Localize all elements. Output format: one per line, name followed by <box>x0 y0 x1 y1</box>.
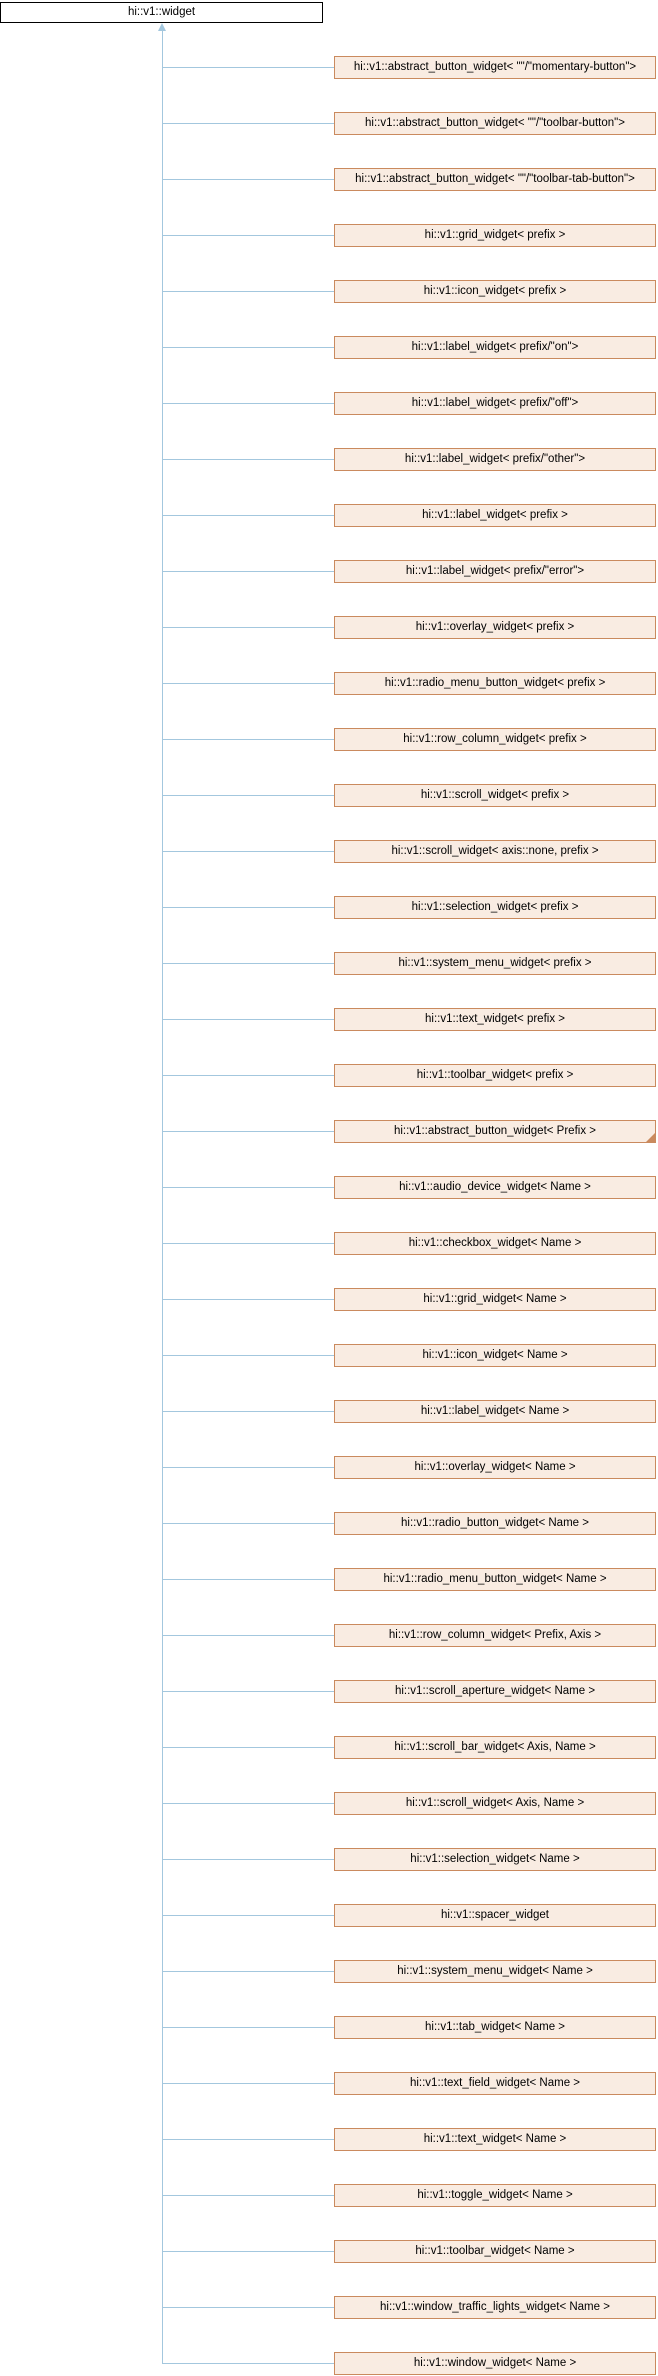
inheritance-edge <box>162 683 334 684</box>
class-node[interactable]: hi::v1::row_column_widget< prefix > <box>334 728 656 751</box>
class-node[interactable]: hi::v1::label_widget< prefix/"off"> <box>334 392 656 415</box>
inheritance-edge <box>162 1523 334 1524</box>
class-node[interactable]: hi::v1::selection_widget< prefix > <box>334 896 656 919</box>
inheritance-edge <box>162 1131 334 1132</box>
class-node[interactable]: hi::v1::window_traffic_lights_widget< Na… <box>334 2296 656 2319</box>
inheritance-edge <box>162 1299 334 1300</box>
inheritance-edge <box>162 1691 334 1692</box>
class-node[interactable]: hi::v1::icon_widget< prefix > <box>334 280 656 303</box>
class-node[interactable]: hi::v1::overlay_widget< prefix > <box>334 616 656 639</box>
class-node[interactable]: hi::v1::label_widget< prefix/"other"> <box>334 448 656 471</box>
class-node[interactable]: hi::v1::scroll_aperture_widget< Name > <box>334 1680 656 1703</box>
inheritance-edge <box>162 515 334 516</box>
class-node[interactable]: hi::v1::toolbar_widget< Name > <box>334 2240 656 2263</box>
inheritance-edge <box>162 1355 334 1356</box>
class-node[interactable]: hi::v1::scroll_widget< prefix > <box>334 784 656 807</box>
inheritance-edge <box>162 1243 334 1244</box>
class-node[interactable]: hi::v1::selection_widget< Name > <box>334 1848 656 1871</box>
arrow-up-icon <box>158 23 166 31</box>
inheritance-edge <box>162 2363 334 2364</box>
class-node[interactable]: hi::v1::window_widget< Name > <box>334 2352 656 2375</box>
inheritance-edge <box>162 2027 334 2028</box>
class-node[interactable]: hi::v1::audio_device_widget< Name > <box>334 1176 656 1199</box>
inheritance-edge <box>162 1411 334 1412</box>
class-node[interactable]: hi::v1::system_menu_widget< Name > <box>334 1960 656 1983</box>
inheritance-edge <box>162 2083 334 2084</box>
class-node[interactable]: hi::v1::label_widget< Name > <box>334 1400 656 1423</box>
inheritance-edge <box>162 2139 334 2140</box>
truncated-corner-icon <box>646 1133 655 1142</box>
class-node[interactable]: hi::v1::toggle_widget< Name > <box>334 2184 656 2207</box>
class-node[interactable]: hi::v1::label_widget< prefix/"error"> <box>334 560 656 583</box>
class-node[interactable]: hi::v1::radio_menu_button_widget< Name > <box>334 1568 656 1591</box>
class-node[interactable]: hi::v1::overlay_widget< Name > <box>334 1456 656 1479</box>
inheritance-edge <box>162 627 334 628</box>
inheritance-edge <box>162 291 334 292</box>
class-node[interactable]: hi::v1::spacer_widget <box>334 1904 656 1927</box>
class-node[interactable]: hi::v1::system_menu_widget< prefix > <box>334 952 656 975</box>
inheritance-edge <box>162 1467 334 1468</box>
inheritance-edge <box>162 1971 334 1972</box>
class-node[interactable]: hi::v1::abstract_button_widget< ""/"mome… <box>334 56 656 79</box>
class-node[interactable]: hi::v1::scroll_widget< axis::none, prefi… <box>334 840 656 863</box>
inheritance-edge <box>162 1019 334 1020</box>
inheritance-edge <box>162 179 334 180</box>
inheritance-edge <box>162 1915 334 1916</box>
class-node[interactable]: hi::v1::text_widget< Name > <box>334 2128 656 2151</box>
class-node[interactable]: hi::v1::label_widget< prefix/"on"> <box>334 336 656 359</box>
inheritance-edge <box>162 1859 334 1860</box>
root-class-node: hi::v1::widget <box>0 2 323 23</box>
inheritance-edge <box>162 347 334 348</box>
inheritance-edge <box>162 1187 334 1188</box>
class-node[interactable]: hi::v1::tab_widget< Name > <box>334 2016 656 2039</box>
inheritance-edge <box>162 1635 334 1636</box>
class-node[interactable]: hi::v1::row_column_widget< Prefix, Axis … <box>334 1624 656 1647</box>
class-node[interactable]: hi::v1::text_field_widget< Name > <box>334 2072 656 2095</box>
inheritance-edge <box>162 851 334 852</box>
class-node[interactable]: hi::v1::abstract_button_widget< ""/"tool… <box>334 112 656 135</box>
class-node[interactable]: hi::v1::abstract_button_widget< Prefix > <box>334 1120 656 1143</box>
inheritance-edge <box>162 67 334 68</box>
inheritance-edge <box>162 2195 334 2196</box>
inheritance-trunk-line <box>162 28 163 2364</box>
class-node[interactable]: hi::v1::abstract_button_widget< ""/"tool… <box>334 168 656 191</box>
class-node[interactable]: hi::v1::radio_menu_button_widget< prefix… <box>334 672 656 695</box>
class-node[interactable]: hi::v1::scroll_widget< Axis, Name > <box>334 1792 656 1815</box>
inheritance-edge <box>162 907 334 908</box>
class-node[interactable]: hi::v1::grid_widget< prefix > <box>334 224 656 247</box>
class-node[interactable]: hi::v1::grid_widget< Name > <box>334 1288 656 1311</box>
inheritance-edge <box>162 795 334 796</box>
inheritance-edge <box>162 235 334 236</box>
class-node[interactable]: hi::v1::radio_button_widget< Name > <box>334 1512 656 1535</box>
inheritance-edge <box>162 403 334 404</box>
inheritance-edge <box>162 459 334 460</box>
inheritance-edge <box>162 1803 334 1804</box>
class-node[interactable]: hi::v1::toolbar_widget< prefix > <box>334 1064 656 1087</box>
class-node[interactable]: hi::v1::label_widget< prefix > <box>334 504 656 527</box>
inheritance-edge <box>162 1747 334 1748</box>
inheritance-edge <box>162 739 334 740</box>
class-node[interactable]: hi::v1::icon_widget< Name > <box>334 1344 656 1367</box>
inheritance-edge <box>162 963 334 964</box>
inheritance-edge <box>162 2307 334 2308</box>
inheritance-edge <box>162 1075 334 1076</box>
inheritance-edge <box>162 2251 334 2252</box>
inheritance-edge <box>162 1579 334 1580</box>
inheritance-edge <box>162 123 334 124</box>
inheritance-edge <box>162 571 334 572</box>
class-node[interactable]: hi::v1::checkbox_widget< Name > <box>334 1232 656 1255</box>
class-node[interactable]: hi::v1::scroll_bar_widget< Axis, Name > <box>334 1736 656 1759</box>
class-node[interactable]: hi::v1::text_widget< prefix > <box>334 1008 656 1031</box>
